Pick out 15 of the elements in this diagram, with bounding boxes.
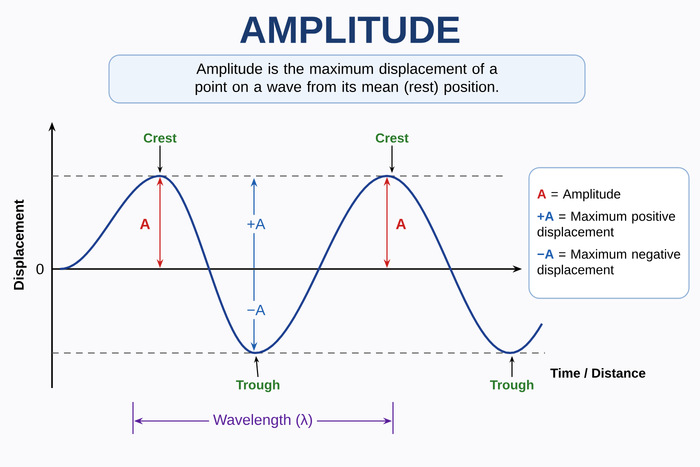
legend-box: A = Amplitude +A = Maximum positive displacement −A = Maximum negative displacement <box>528 167 690 299</box>
feature-label: Crest <box>144 133 177 143</box>
dimension-label: −A <box>242 300 270 320</box>
dimension-label: Wavelength (λ) <box>209 410 317 432</box>
feature-label: Crest <box>376 133 409 143</box>
title: AMPLITUDE <box>240 16 460 44</box>
feature-label: Trough <box>236 380 280 392</box>
amplitude-label: A <box>140 218 150 230</box>
axis-tick-label: 0 <box>36 264 44 274</box>
axis-title: Displacement <box>13 200 27 290</box>
definition-box: Amplitude is the maximum displacement of a point on a wave from its mean (rest) position. <box>108 54 586 104</box>
amplitude-label: A <box>396 218 406 230</box>
dimension-label: +A <box>242 214 270 234</box>
axis-title: Time / Distance <box>550 368 646 378</box>
feature-label: Trough <box>490 380 534 392</box>
